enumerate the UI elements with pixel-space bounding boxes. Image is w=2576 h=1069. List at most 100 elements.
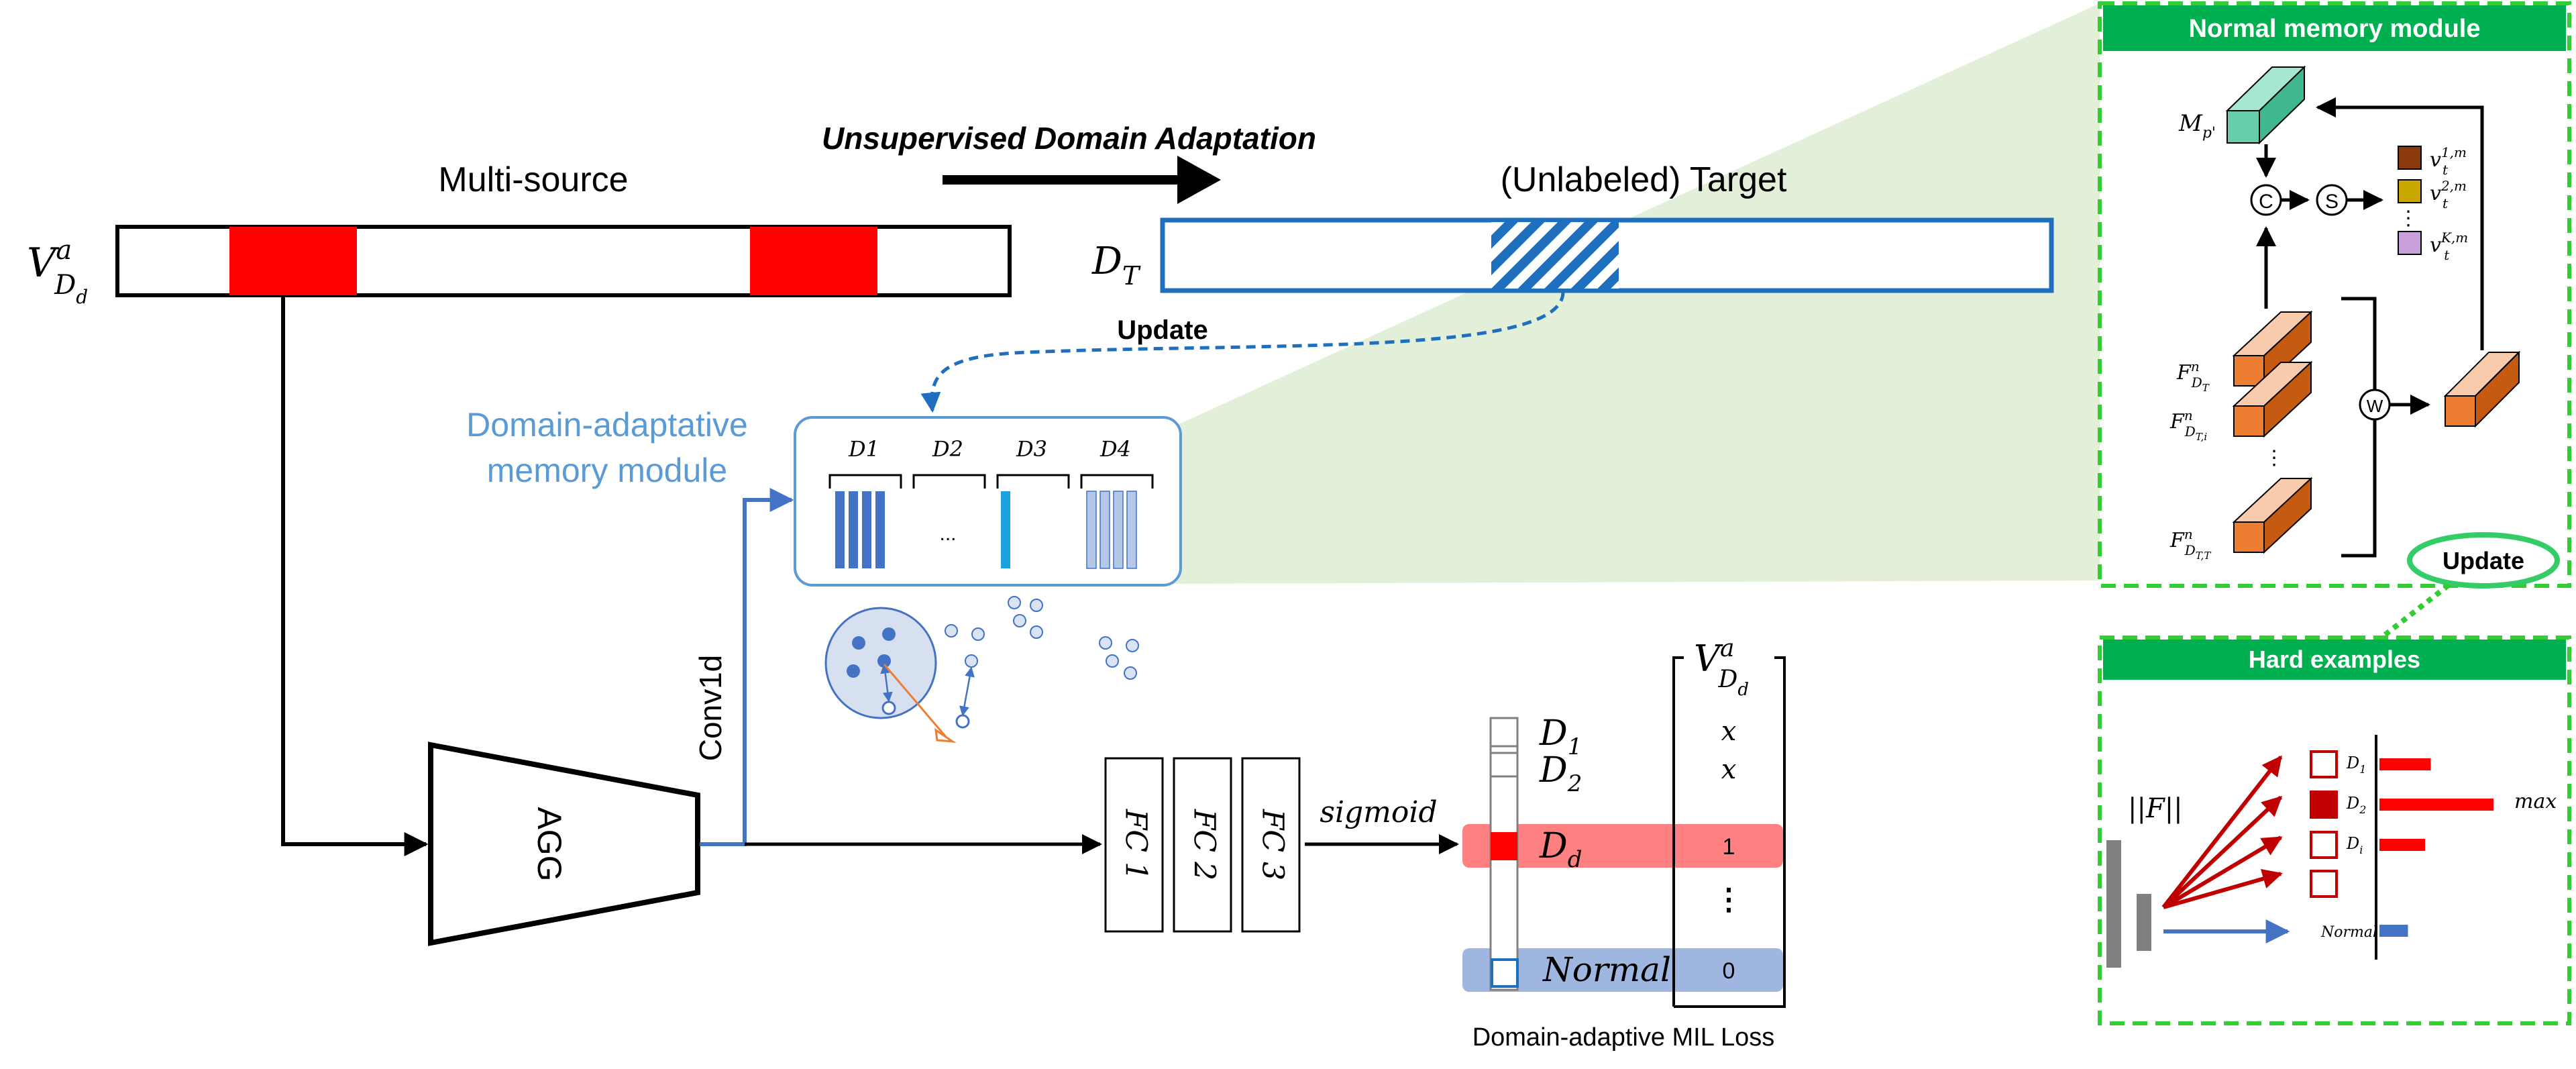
bracket-3	[996, 474, 1070, 489]
triangle-point	[934, 727, 957, 743]
hard-examples-border	[2098, 635, 2571, 1025]
loss-caption: Domain-adaptive MIL Loss	[1472, 1023, 1775, 1052]
hard-normal-bar	[2379, 925, 2408, 937]
uda-group: Unsupervised Domain Adaptation	[822, 121, 1316, 204]
multisource-label: Multi-source	[438, 160, 628, 199]
s-node	[2316, 184, 2348, 216]
hard-example-box	[2310, 791, 2338, 819]
score-cell-normal	[1491, 958, 1519, 988]
hard-normal-label: Normal	[2320, 924, 2377, 941]
dd-band	[1462, 824, 1783, 868]
hard-examples-header	[2103, 640, 2566, 680]
feature-point	[1008, 596, 1021, 609]
norm-bar-1	[2106, 840, 2121, 968]
normal-memory-title: Normal memory module	[2189, 15, 2481, 43]
distance-arrow	[959, 666, 975, 717]
normal-label: Normal	[1542, 950, 1671, 989]
conv1d-label: Conv1d	[693, 655, 728, 762]
fc3-block	[1241, 757, 1301, 933]
fc1-block	[1104, 757, 1164, 933]
hard-examples-panel: Hard examples ||F|| Normal max D1 D2 Di	[2098, 635, 2571, 1025]
norm-bar-2	[2137, 894, 2151, 951]
fc1-label: FC 1	[1119, 809, 1153, 880]
feature-point	[1124, 666, 1137, 680]
max-label: max	[2514, 790, 2557, 813]
hard-example-boxes	[2310, 750, 2338, 898]
normal-memory-header	[2103, 5, 2566, 51]
d1-label: D1	[1539, 713, 1582, 760]
memory-slot	[835, 491, 845, 568]
anomaly-segment-2	[750, 227, 877, 295]
hard-example-box	[2310, 870, 2338, 898]
memory-slot	[1113, 491, 1124, 569]
value-normal: 0	[1723, 958, 1735, 984]
v-dots: ⋮	[2398, 207, 2418, 230]
memory-slot	[875, 491, 885, 568]
s-symbol: S	[2325, 191, 2339, 213]
feature-point	[1030, 599, 1043, 612]
feature-cuboid-2	[2232, 360, 2313, 438]
update-label: Update	[1117, 315, 1208, 345]
score-cell-d2	[1489, 752, 1519, 778]
input-arrow	[281, 295, 429, 856]
d2-label: D2	[1539, 750, 1582, 797]
target-group: (Unlabeled) Target DT Update	[920, 160, 2054, 413]
arrow-blank	[2163, 868, 2283, 909]
bracket-4	[1080, 474, 1154, 489]
memory-title-2: memory module	[487, 452, 727, 489]
domain-memory-group: Domain-adaptative memory module D1 D2 D3…	[466, 406, 1182, 587]
distance-arrow	[880, 663, 893, 703]
hard-row-label-1: D1	[2346, 754, 2366, 776]
arrow-d1	[2161, 755, 2283, 909]
domain-label-3: D3	[1016, 436, 1047, 462]
feature-point	[1126, 639, 1139, 652]
normal-memory-update-label: Update	[2443, 547, 2524, 574]
uda-label: Unsupervised Domain Adaptation	[822, 121, 1316, 156]
value-dd: 1	[1723, 834, 1735, 860]
memory-slot	[862, 491, 871, 568]
normal-memory-border	[2098, 1, 2571, 588]
c-node	[2250, 184, 2282, 216]
feature-clusters	[824, 596, 1139, 743]
memory-box	[794, 416, 1182, 587]
w-node	[2359, 389, 2391, 421]
conv1d-arrow	[700, 488, 794, 846]
memory-slot	[1086, 491, 1097, 569]
feature-point	[847, 664, 860, 678]
feature-point	[1106, 654, 1119, 668]
feature-bracket	[2341, 297, 2377, 558]
fc2-label: FC 2	[1187, 809, 1222, 880]
hard-example-bar	[2379, 799, 2493, 811]
memory-title-1: Domain-adaptative	[466, 406, 748, 444]
v-item-1-swatch	[2398, 146, 2422, 170]
c-symbol: C	[2259, 191, 2273, 213]
value-dots: ⋮	[1714, 883, 1743, 916]
v-item-2-swatch	[2398, 179, 2422, 203]
update-connector	[2379, 582, 2451, 640]
memory-slot	[1126, 491, 1137, 569]
score-cell-d1	[1489, 717, 1519, 748]
hard-example-bar	[2379, 758, 2431, 770]
fc2-block	[1173, 757, 1232, 933]
domain-label-4: D4	[1099, 436, 1131, 462]
agg-block	[428, 742, 700, 946]
feature-cuboid-3	[2232, 476, 2313, 554]
score-cell-dd	[1491, 832, 1517, 860]
value-d1: x	[1721, 716, 1737, 747]
hard-example-bars	[2379, 758, 2493, 851]
dt-label: DT	[1091, 240, 1141, 291]
feature-dots: ⋮	[2264, 447, 2284, 469]
feature-point	[955, 714, 970, 729]
memory-slot	[1001, 491, 1010, 568]
norm-label: ||F||	[2128, 793, 2183, 824]
memory-cuboid	[2225, 65, 2306, 145]
hard-example-box	[2310, 831, 2338, 859]
